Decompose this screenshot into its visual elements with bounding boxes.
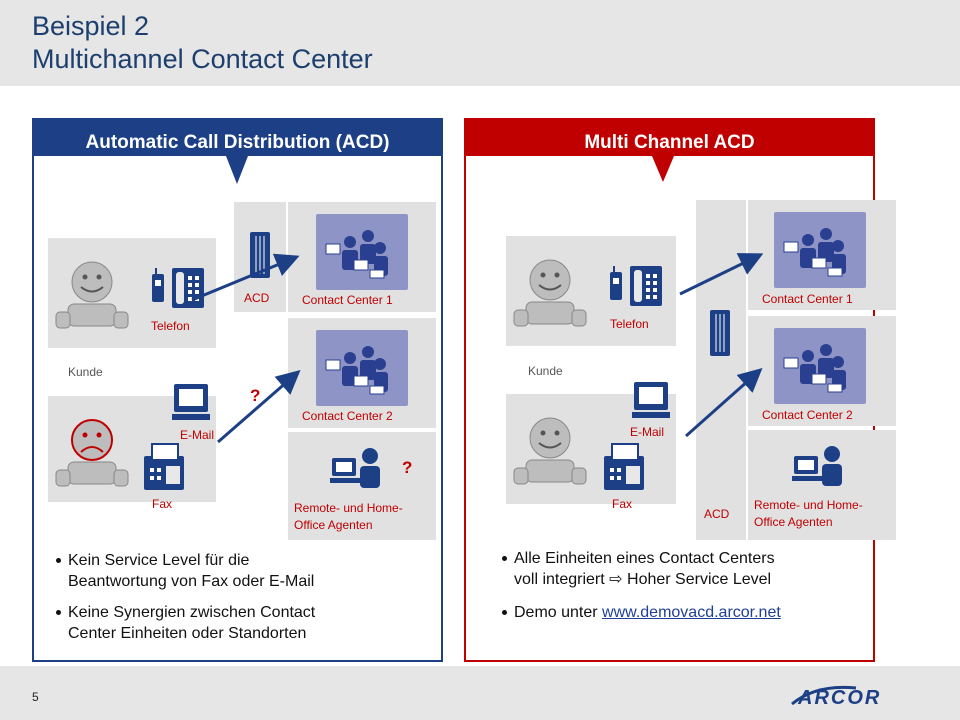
right-acd-label: ACD <box>704 507 730 521</box>
left-routing-arrows <box>191 253 301 444</box>
right-routing-arrows <box>679 253 764 438</box>
footer-bar <box>0 666 960 720</box>
right-fax-label: Fax <box>612 497 633 511</box>
left-kunde-label: Kunde <box>68 365 103 379</box>
left-panel-header: Automatic Call Distribution (ACD) <box>32 118 443 186</box>
right-bullet-1-line2-suffix: Hoher Service Level <box>627 571 772 588</box>
contact-center-2-icon <box>774 328 866 404</box>
right-bullet-1-line1: Alle Einheiten eines Contact Centers <box>514 550 775 567</box>
right-bullet-1-line2-prefix: voll integriert <box>514 571 605 588</box>
left-bullet-2-line2: Center Einheiten oder Standorten <box>68 625 307 642</box>
computer-icon <box>172 384 210 420</box>
happy-customer-icon <box>55 261 129 329</box>
happy-customer-icon <box>513 259 587 327</box>
left-cc1-label: Contact Center 1 <box>302 293 393 307</box>
right-bullet-1: Alle Einheiten eines Contact Centers voll… <box>502 548 862 592</box>
right-panel: Multi Channel ACD Telefon Kunde E-Mail <box>464 118 896 662</box>
question-mark-remote: ? <box>402 458 413 477</box>
left-header-shape <box>32 118 443 184</box>
demo-prefix: Demo unter <box>514 604 598 621</box>
remote-agent-icon <box>792 446 842 486</box>
right-panel-title: Multi Channel ACD <box>584 132 755 153</box>
bullet-dot <box>56 558 61 563</box>
contact-center-1-icon <box>774 212 866 288</box>
remote-agent-icon <box>330 448 380 488</box>
right-panel-header: Multi Channel ACD <box>464 118 875 186</box>
acd-switch-icon <box>250 232 270 278</box>
left-fax-label: Fax <box>152 497 173 511</box>
telephone-icon <box>610 266 662 306</box>
slide-title-line1: Beispiel 2 <box>32 11 150 41</box>
right-remote-label-line1: Remote- und Home- <box>754 498 863 512</box>
left-email-label: E-Mail <box>180 428 215 442</box>
fax-icon <box>144 443 184 490</box>
svg-text:ARCOR: ARCOR <box>797 687 881 709</box>
sad-customer-icon <box>55 419 129 487</box>
bullet-dot <box>502 556 507 561</box>
fax-icon <box>604 443 644 490</box>
left-remote-label-line2: Office Agenten <box>294 518 373 532</box>
bullet-dot <box>502 610 507 615</box>
left-panel-title: Automatic Call Distribution (ACD) <box>85 132 390 153</box>
right-remote-box <box>748 430 896 540</box>
right-header-shape <box>464 118 875 182</box>
arcor-logo: ARCOR <box>791 685 881 709</box>
left-acd-label: ACD <box>244 291 270 305</box>
right-telefon-label: Telefon <box>610 317 649 331</box>
right-bullet-2: Demo unter www.demovacd.arcor.net <box>502 602 862 624</box>
demo-link[interactable]: www.demovacd.arcor.net <box>602 604 781 621</box>
bullet-dot <box>56 610 61 615</box>
title-bar <box>0 0 960 86</box>
left-remote-label-line1: Remote- und Home- <box>294 501 403 515</box>
right-cc1-label: Contact Center 1 <box>762 292 853 306</box>
computer-icon <box>632 382 670 418</box>
happy-customer-icon <box>513 417 587 485</box>
page-number: 5 <box>32 690 39 704</box>
contact-center-1-icon <box>316 214 408 290</box>
acd-switch-icon <box>710 310 730 356</box>
arrow-icon: ⇨ <box>609 571 623 588</box>
left-panel: Automatic Call Distribution (ACD) Telefo… <box>32 118 443 662</box>
right-kunde-label: Kunde <box>528 364 563 378</box>
left-bullet-2-line1: Keine Synergien zwischen Contact <box>68 604 316 621</box>
left-bullet-1-line2: Beantwortung von Fax oder E-Mail <box>68 573 315 590</box>
left-telefon-label: Telefon <box>151 319 190 333</box>
left-bullet-1-line1: Kein Service Level für die <box>68 552 250 569</box>
right-cc2-label: Contact Center 2 <box>762 408 853 422</box>
contact-center-2-icon <box>316 330 408 406</box>
slide-title-line2: Multichannel Contact Center <box>32 44 373 74</box>
right-remote-label-line2: Office Agenten <box>754 515 833 529</box>
right-email-label: E-Mail <box>630 425 665 439</box>
question-mark-cc2: ? <box>250 386 261 405</box>
left-cc2-label: Contact Center 2 <box>302 409 393 423</box>
